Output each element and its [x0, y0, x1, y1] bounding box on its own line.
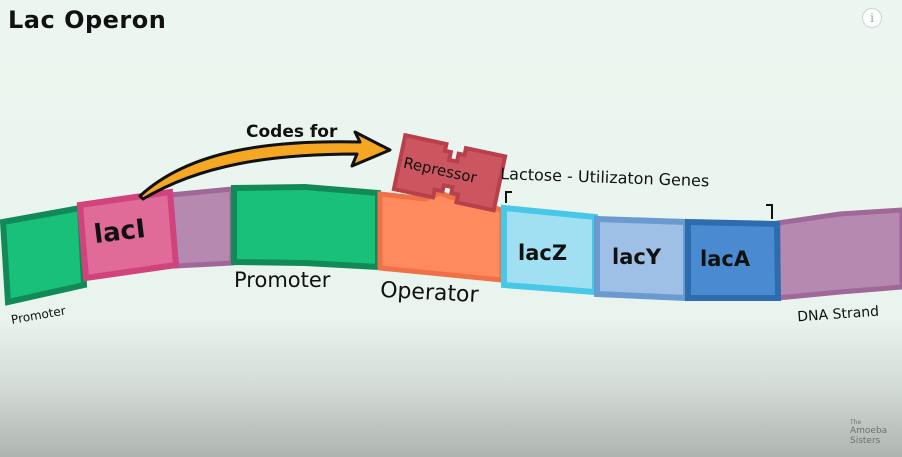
amoeba-sisters-watermark: The Amoeba Sisters — [850, 419, 888, 447]
dna-strand-label: DNA Strand — [797, 304, 880, 326]
watermark-the: The — [850, 419, 862, 426]
lactose-genes-label: Lactose - Utilizaton Genes — [500, 164, 710, 190]
watermark-line1: Amoeba — [850, 426, 888, 436]
dna-strand-segment — [775, 207, 902, 301]
page-title: Lac Operon — [8, 6, 167, 34]
lacz-label: lacZ — [518, 241, 567, 265]
bracket-left — [505, 191, 512, 203]
laca-label: lacA — [700, 247, 751, 271]
codes-for-arrow — [138, 130, 392, 201]
laci-label: lacI — [92, 214, 147, 250]
laca-gene-segment — [685, 218, 782, 301]
bracket-right — [766, 204, 773, 219]
operator-label: Operator — [380, 278, 481, 308]
lacy-label: lacY — [612, 245, 662, 269]
laci-promoter-segment — [0, 204, 88, 306]
promoter-small-label: Promoter — [10, 304, 67, 327]
promoter-label: Promoter — [234, 268, 331, 292]
promoter-segment — [231, 183, 381, 271]
info-icon[interactable]: i — [862, 8, 882, 28]
watermark-line2: Sisters — [850, 436, 881, 446]
spacer-segment — [167, 186, 235, 269]
codes-for-label: Codes for — [246, 122, 338, 142]
repressor-protein: Repressor — [391, 132, 508, 213]
